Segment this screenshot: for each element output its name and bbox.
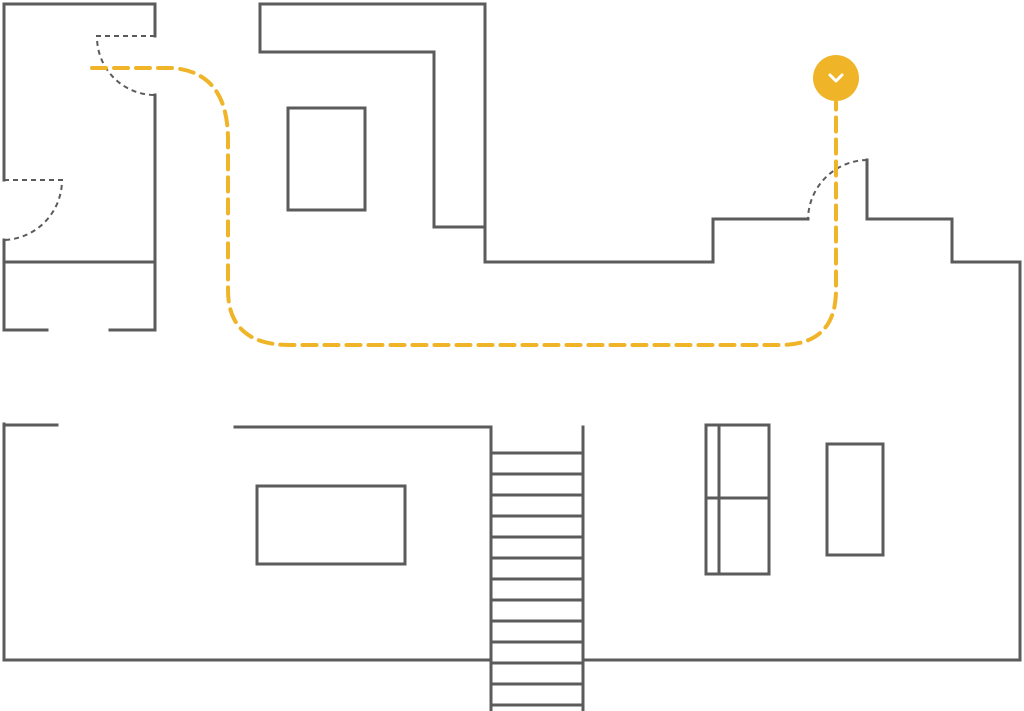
wall-right-section: [483, 217, 1022, 662]
wall-top-segment: [2, 2, 157, 38]
table-lower: [255, 484, 407, 566]
destination-marker[interactable]: [813, 55, 859, 101]
wall-bottom: [2, 422, 1022, 662]
wall-interior-horizontal: [2, 423, 493, 429]
walls: [2, 2, 1022, 662]
route-path: [90, 66, 838, 347]
door-swings: [3, 35, 868, 241]
door-swing-right: [807, 159, 868, 220]
chevron-down-icon: [828, 73, 844, 83]
door-swing-top-left: [95, 35, 156, 96]
table-upper: [286, 106, 367, 212]
furniture: [255, 106, 885, 576]
cabinet-right: [825, 442, 885, 557]
wall-kitchen-block: [258, 2, 487, 264]
staircase: [489, 425, 585, 711]
marker-circle[interactable]: [813, 55, 859, 101]
shelf-unit: [704, 423, 771, 576]
door-swing-left: [3, 179, 64, 241]
